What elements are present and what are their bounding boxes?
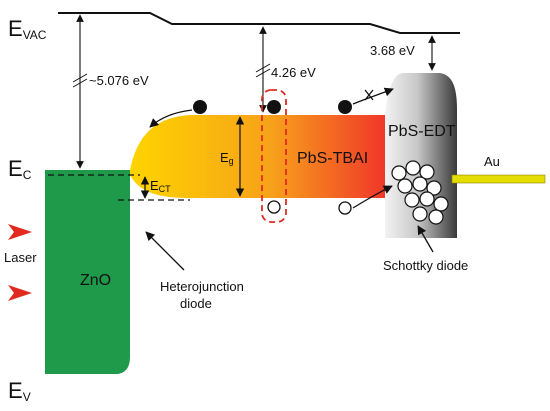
pbs-tbai-band [130, 115, 385, 198]
break-mark [72, 78, 88, 88]
evac-label: EVAC [8, 16, 47, 42]
zno-label: ZnO [80, 272, 111, 289]
au-label: Au [484, 154, 500, 169]
laser-label: Laser [4, 250, 37, 265]
ect-label: ECT [150, 178, 171, 194]
vacuum-level-line [58, 12, 460, 34]
laser-arrows [8, 224, 32, 301]
zno-band [45, 170, 130, 374]
block-mark [364, 89, 374, 101]
electron [193, 100, 207, 114]
pbs-edt-label: PbS-EDT [388, 123, 456, 140]
schottky-pointer [417, 225, 434, 253]
break-mark [72, 73, 88, 83]
break-mark [255, 68, 271, 78]
gap-5076-label: ~5.076 eV [89, 73, 149, 88]
electron [267, 100, 281, 114]
blocked-electron-arrow [352, 87, 394, 105]
hole-transfer-arrow [352, 185, 393, 209]
eg-label: Eg [220, 150, 234, 166]
heterojunction-pointer [145, 231, 185, 271]
gap-426-label: 4.26 eV [271, 65, 316, 80]
hole [267, 200, 281, 214]
electron-transfer-arrow [149, 109, 193, 128]
ec-label: EC [8, 156, 32, 182]
au-contact [451, 174, 546, 184]
highlight-dashed-box [261, 89, 287, 223]
heterojunction-label: Heterojunction diode [160, 279, 247, 311]
hole [338, 201, 352, 215]
electron [338, 100, 352, 114]
break-mark [255, 63, 271, 73]
schottky-label: Schottky diode [383, 258, 468, 273]
ev-label: EV [8, 378, 31, 404]
gap-368-label: 3.68 eV [370, 43, 415, 58]
pbs-tbai-label: PbS-TBAI [297, 150, 368, 167]
schottky-hole-cluster [391, 160, 449, 225]
